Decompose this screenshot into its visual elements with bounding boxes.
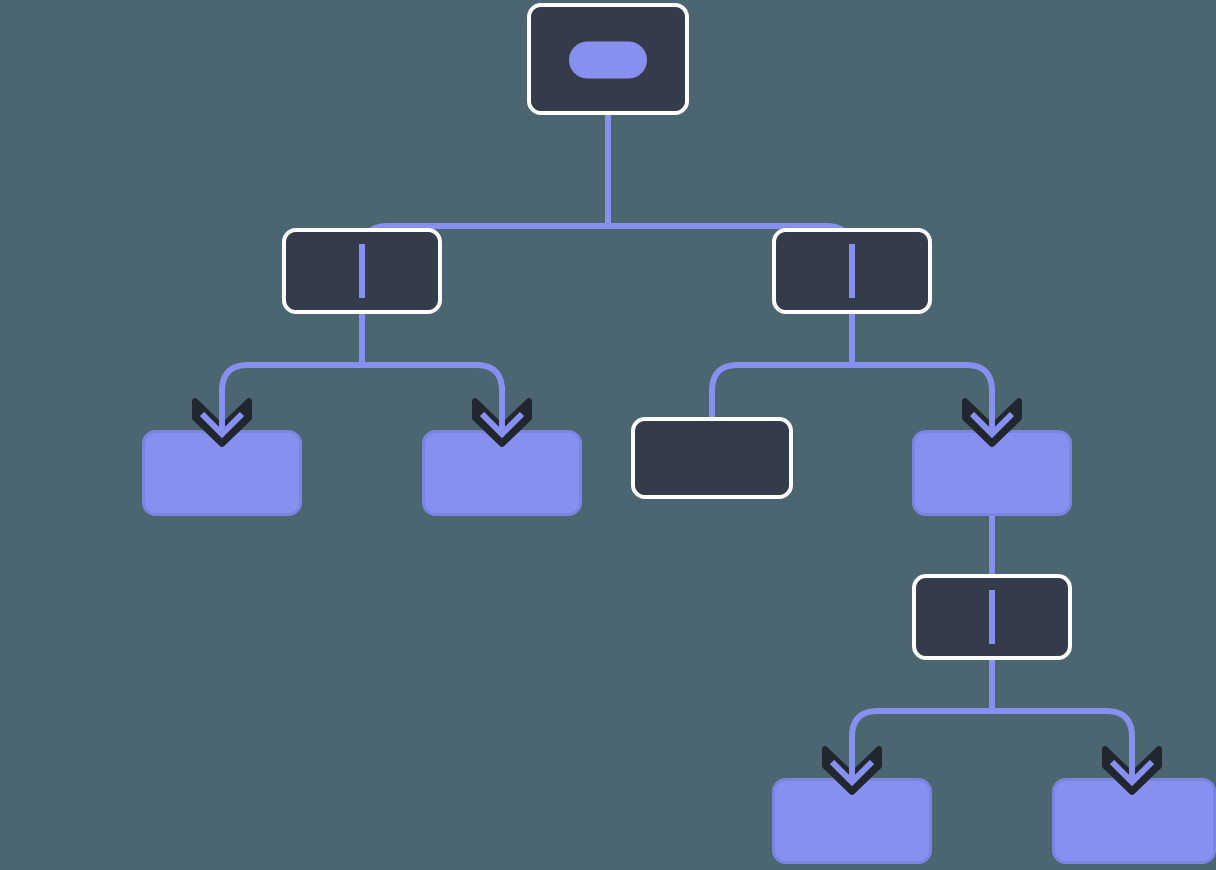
- arrowhead-purple-chevron: [199, 411, 245, 439]
- node-level1-right-node[interactable]: [772, 228, 932, 314]
- arrowhead-c-l1right-l2d: [962, 386, 1022, 447]
- arrowhead-c-l3-l4b: [1102, 734, 1162, 795]
- arrowhead-c-l3-l4a: [822, 734, 882, 795]
- arrowhead-c-l1left-l2a: [192, 386, 252, 447]
- node-level1-left-node[interactable]: [282, 228, 442, 314]
- arrowhead-purple-chevron: [1109, 759, 1155, 787]
- node-pill-badge: [569, 41, 647, 79]
- node-level3-dark-node[interactable]: [912, 574, 1072, 660]
- arrowhead-purple-chevron: [969, 411, 1015, 439]
- node-box[interactable]: [631, 417, 793, 499]
- arrowhead-layer: [192, 386, 1162, 795]
- node-layer: [142, 3, 1216, 864]
- arrowhead-purple-chevron: [479, 411, 525, 439]
- node-level2-dark-node[interactable]: [631, 417, 793, 499]
- node-root-node[interactable]: [527, 3, 689, 115]
- c-l1right-l2c: [709, 314, 855, 417]
- arrowhead-c-l1left-l2b: [472, 386, 532, 447]
- arrowhead-purple-chevron: [829, 759, 875, 787]
